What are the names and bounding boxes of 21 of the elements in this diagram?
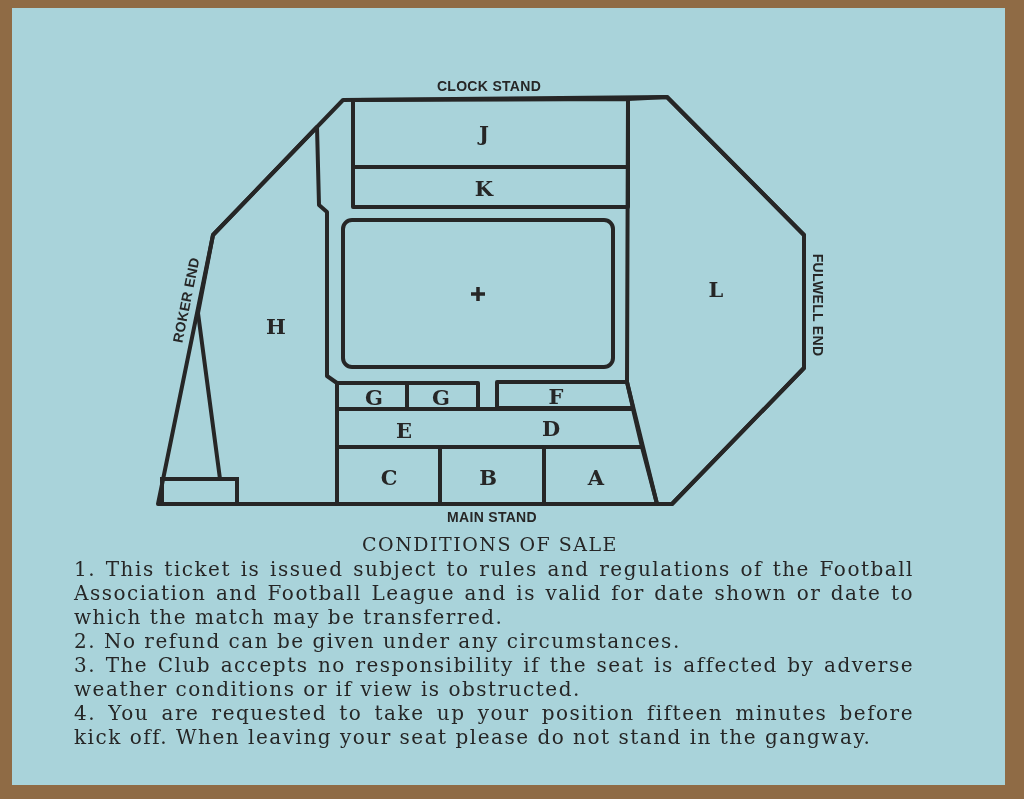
section-letter: D [541, 417, 561, 439]
seating-section [624, 94, 807, 507]
section-letter: A [587, 466, 605, 488]
condition-text: 2. No refund can be given under any circumstances. [74, 629, 682, 653]
section-letter: C [380, 466, 398, 488]
section-letter: G [432, 386, 450, 408]
section-heading: CONDITIONS OF SALE [362, 535, 618, 554]
condition-text: 3. The Club accepts no responsibility if the seat is affected by adverse weather conditions or if view is obstructed. [74, 653, 914, 701]
section-letter: J [479, 122, 489, 144]
section-letter: H [266, 315, 286, 337]
section-letter: L [708, 278, 724, 300]
condition-text: 1. This ticket is issued subject to rules and regulations of the Football Association and Football League and is valid for date shown or date to which the match may be transferred. [74, 557, 914, 629]
section-letter: B [479, 466, 497, 488]
section-letter: G [365, 386, 383, 408]
stand-name: MAIN STAND [447, 510, 537, 524]
pitch [341, 218, 615, 369]
stand-name: ROKER END [170, 256, 202, 344]
condition-text: 4. You are requested to take up your position fifteen minutes before kick off. When leaving your seat please do not stand in the gangway. [74, 701, 914, 749]
section-letter: E [396, 419, 412, 441]
section-letter: F [548, 385, 564, 407]
section-letter: K [474, 177, 494, 199]
